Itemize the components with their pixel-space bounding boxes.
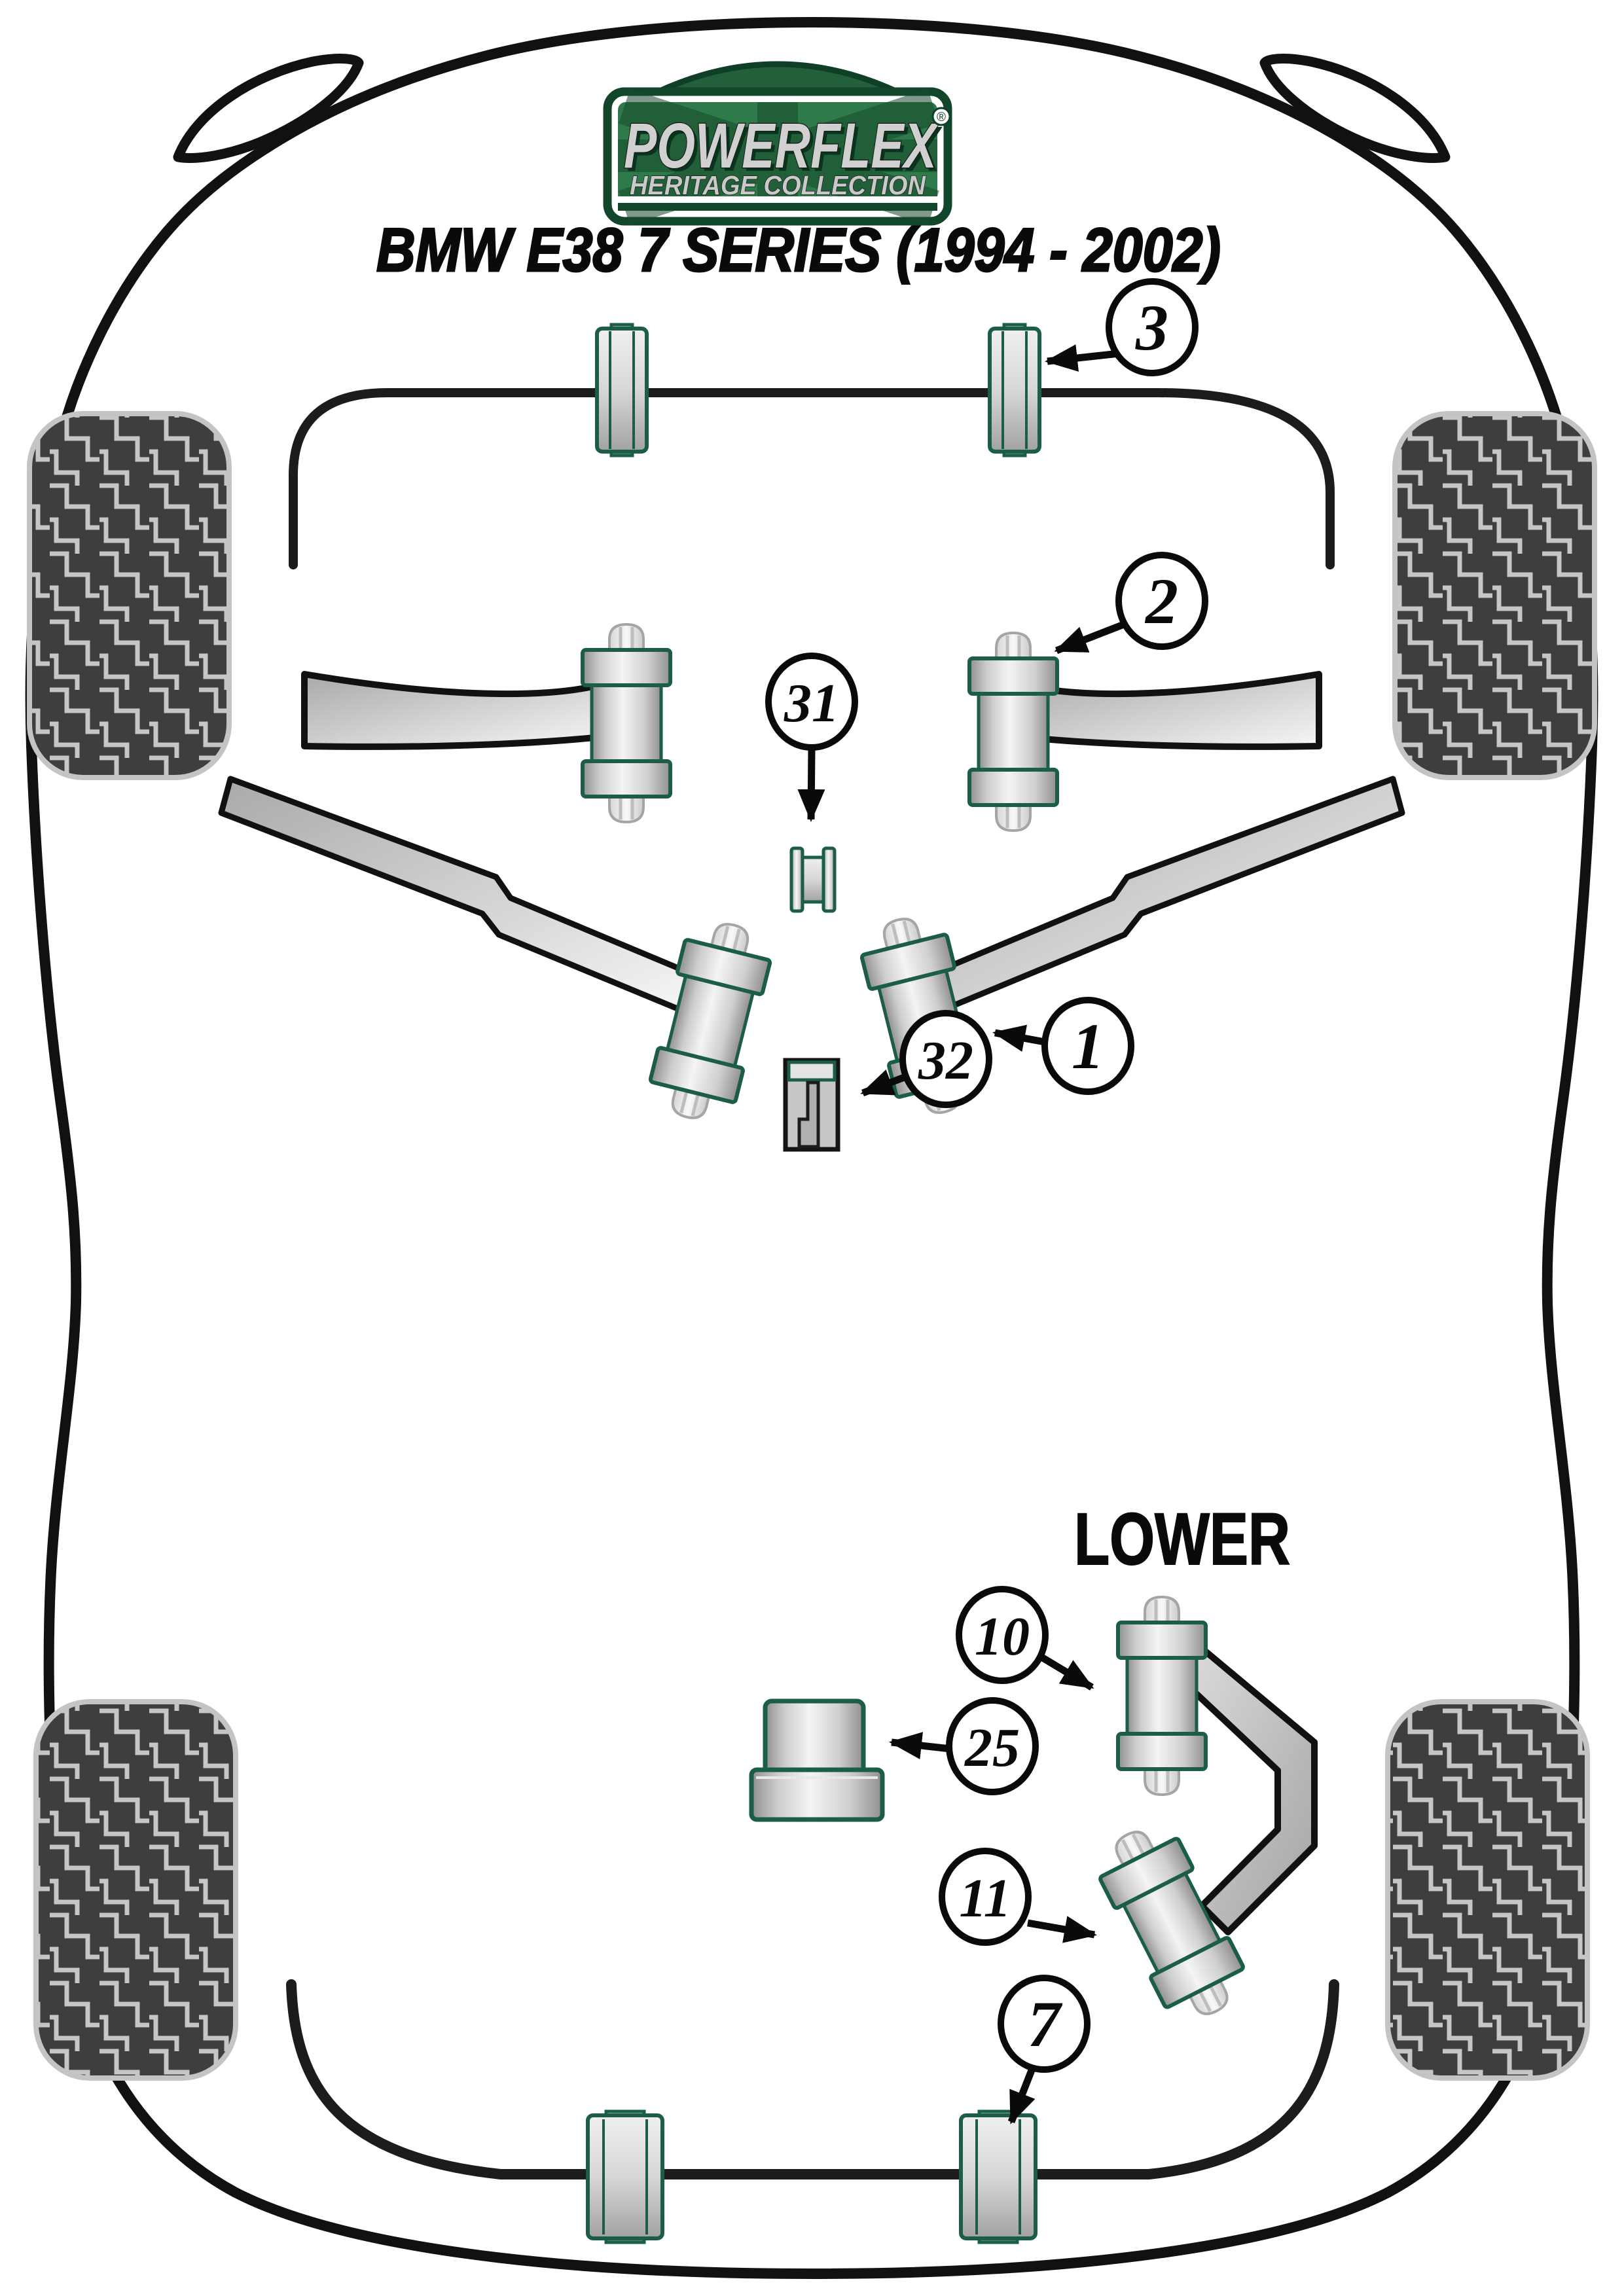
svg-text:3: 3: [1135, 291, 1168, 364]
callout-2[interactable]: 2: [1054, 552, 1208, 655]
svg-text:1: 1: [1072, 1010, 1104, 1083]
callout-11[interactable]: 11: [939, 1848, 1097, 1946]
bush-part-31: [789, 846, 837, 913]
callout-7[interactable]: 7: [998, 1975, 1091, 2125]
front-upper-arm-bushing-left: [583, 624, 670, 822]
callout-32[interactable]: 32: [860, 1010, 992, 1108]
rear-arb-bushing-left: [586, 2109, 664, 2244]
front-arb-bushing-left: [595, 323, 649, 457]
svg-text:2: 2: [1144, 565, 1178, 637]
logo-collection-text: HERITAGE COLLECTION: [630, 170, 926, 200]
bush-part-32: [783, 1058, 840, 1152]
callout-circle: [956, 1586, 1049, 1684]
rear-arm-bushing-upper: [1118, 1597, 1206, 1795]
callout-circle: [765, 653, 858, 751]
registered-mark-text: ®: [937, 111, 946, 124]
wheel-rear-right: [1385, 1699, 1590, 2081]
svg-text:7: 7: [1028, 1988, 1063, 2060]
right-door-mirror-outline: [1259, 54, 1451, 163]
svg-text:25: 25: [964, 1717, 1020, 1778]
front-arb-bushing-right: [988, 323, 1041, 457]
powerflex-logo: POWERFLEX POWERFLEX HERITAGE COLLECTION …: [603, 61, 952, 226]
rear-arb-bushing-right: [959, 2109, 1038, 2244]
callout-circle: [1115, 552, 1208, 650]
rear-anti-roll-bar: [286, 1979, 1339, 2179]
callout-circle: [998, 1975, 1091, 2073]
svg-text:32: 32: [918, 1030, 973, 1091]
callout-circle: [1041, 997, 1134, 1095]
callout-3[interactable]: 3: [1045, 278, 1199, 376]
logo-brand-text: POWERFLEX: [624, 110, 939, 181]
callout-25[interactable]: 25: [889, 1697, 1039, 1795]
wheel-front-left: [27, 411, 232, 780]
front-upper-arm-bushing-right: [969, 633, 1057, 831]
callout-circle: [946, 1697, 1039, 1795]
wheel-rear-left: [33, 1699, 238, 2081]
svg-text:11: 11: [959, 1868, 1011, 1929]
section-label-lower: LOWER: [1074, 1498, 1290, 1580]
left-door-mirror-outline: [173, 54, 364, 163]
callout-circle: [899, 1010, 992, 1108]
svg-text:10: 10: [975, 1606, 1030, 1667]
page-title: BMW E38 7 SERIES (1994 - 2002): [376, 215, 1221, 284]
front-anti-roll-bar: [289, 388, 1335, 569]
wheel-front-right: [1392, 411, 1597, 780]
callout-1[interactable]: 1: [992, 997, 1134, 1095]
callout-10[interactable]: 10: [956, 1586, 1094, 1691]
callout-circle: [939, 1848, 1032, 1946]
callout-circle: [1106, 278, 1199, 376]
svg-text:31: 31: [784, 673, 839, 734]
callout-31[interactable]: 31: [765, 653, 858, 822]
registered-mark-icon: [931, 107, 951, 126]
bush-part-25: [749, 1698, 885, 1822]
logo-brand-shadow: POWERFLEX: [627, 113, 943, 185]
